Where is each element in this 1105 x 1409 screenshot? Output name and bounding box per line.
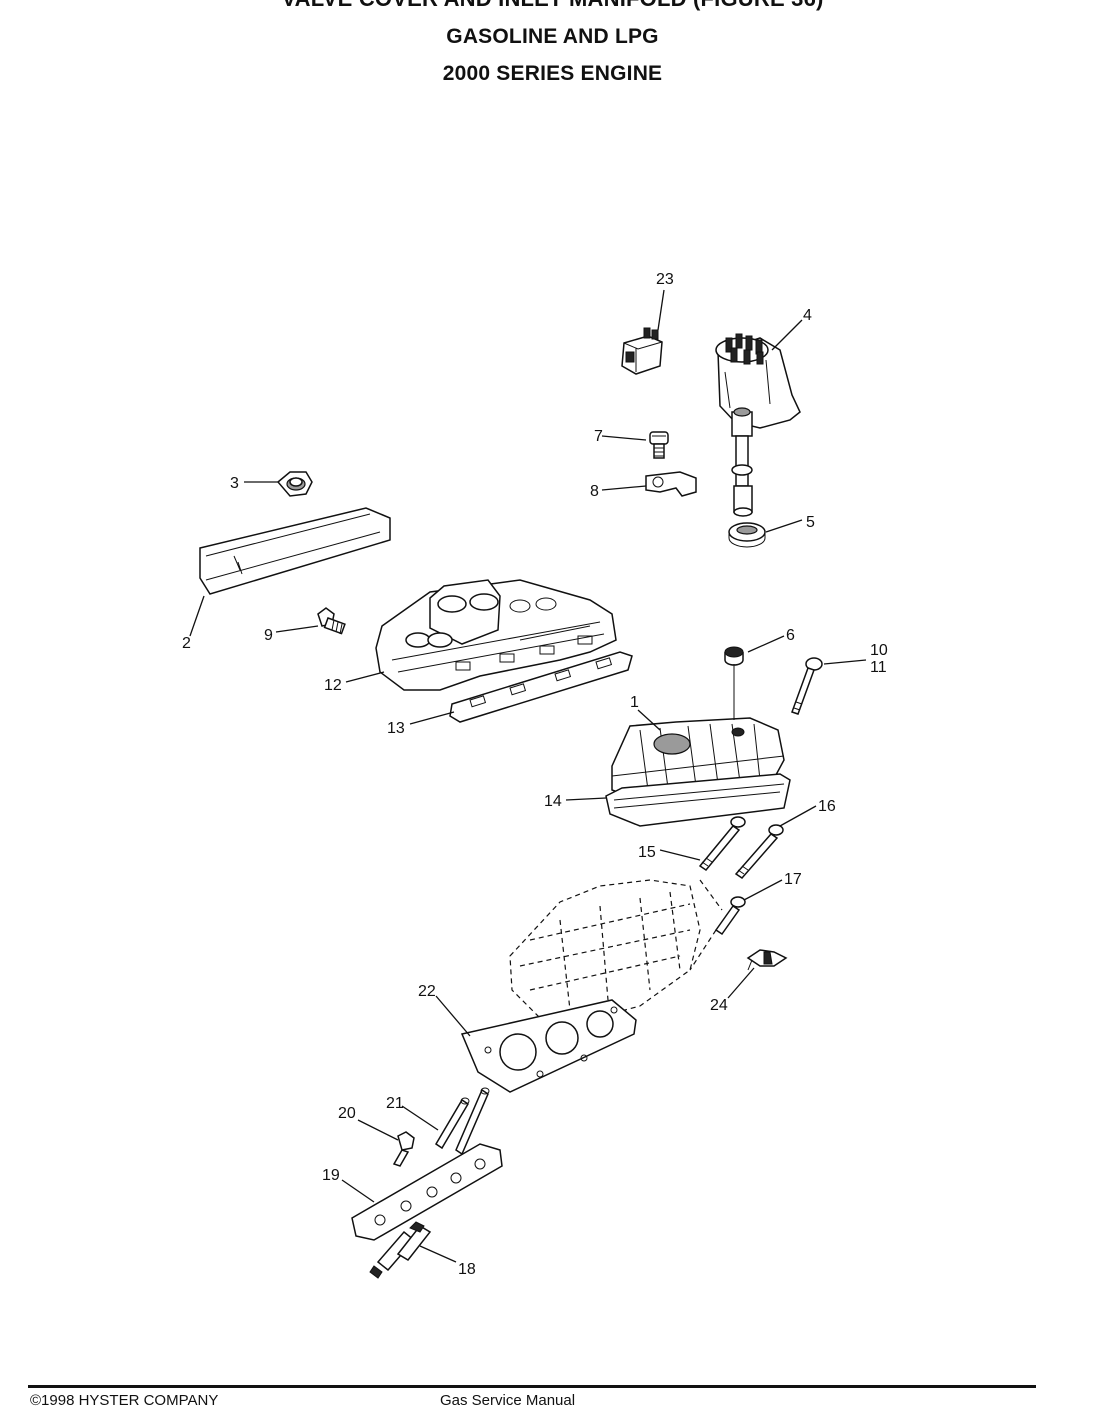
- page-subtitle-engine: 2000 SERIES ENGINE: [442, 62, 663, 85]
- page-subtitle-fuel: GASOLINE AND LPG: [446, 25, 659, 48]
- part-16-head-bolt: [734, 824, 784, 879]
- part-21-tubes: [434, 1087, 490, 1156]
- part-7-bolt: [649, 431, 669, 459]
- callout-12: 12: [324, 677, 342, 694]
- part-14-cover-gasket: [605, 773, 791, 827]
- callout-10: 10: [870, 642, 888, 659]
- exploded-parts-diagram: 23 4 7 8 3 5 2 9 6 10 11 12 13 1 14 15 1…: [182, 271, 888, 1279]
- part-13-intake-gasket: [449, 651, 633, 723]
- part-5-seal: [728, 522, 766, 548]
- callout-17: 17: [784, 871, 802, 888]
- callout-18: 18: [458, 1261, 476, 1278]
- callout-7: 7: [594, 428, 603, 445]
- cylinder-head-phantom: [509, 879, 723, 1023]
- callout-11: 11: [870, 659, 887, 676]
- part-8-clamp: [645, 471, 697, 497]
- part-24-sensor: [746, 949, 788, 971]
- part-22-head-gasket: [460, 999, 637, 1093]
- callout-6: 6: [786, 627, 795, 644]
- part-9-bolt: [317, 607, 346, 635]
- callout-8: 8: [590, 483, 599, 500]
- footer-manual-title: Gas Service Manual: [440, 1392, 576, 1409]
- part-6-grommet: [724, 646, 744, 666]
- part-10-11-bolt: [791, 657, 823, 715]
- part-3-filler-cap: [276, 471, 313, 497]
- callout-13: 13: [387, 720, 405, 737]
- leader-lines: [189, 289, 867, 1263]
- callout-14: 14: [544, 793, 562, 810]
- part-17-bolt: [714, 896, 746, 936]
- part-12-intake-manifold: [375, 579, 617, 691]
- callout-9: 9: [264, 627, 273, 644]
- callout-labels: 23 4 7 8 3 5 2 9 6 10 11 12 13 1 14 15 1…: [182, 271, 888, 1278]
- callout-3: 3: [230, 475, 239, 492]
- part-18-spark-plugs: [369, 1221, 432, 1279]
- part-19-flange: [351, 1143, 503, 1241]
- part-2-valley-cover: [199, 507, 391, 595]
- callout-21: 21: [386, 1095, 404, 1112]
- part-23-coil: [621, 327, 663, 375]
- callout-20: 20: [338, 1105, 356, 1122]
- part-20-bolt: [392, 1131, 415, 1167]
- footer-copyright: ©1998 HYSTER COMPANY: [30, 1392, 219, 1409]
- part-4-distributor: [715, 333, 801, 517]
- part-15-head-bolt: [698, 816, 746, 871]
- callout-15: 15: [638, 844, 656, 861]
- callout-24: 24: [710, 997, 728, 1014]
- callout-19: 19: [322, 1167, 340, 1184]
- page-title: VALVE COVER AND INLET MANIFOLD (FIGURE 3…: [0, 0, 1105, 12]
- footer-rule: [28, 1385, 1036, 1388]
- callout-22: 22: [418, 983, 436, 1000]
- callout-16: 16: [818, 798, 836, 815]
- callout-5: 5: [806, 514, 815, 531]
- callout-4: 4: [803, 307, 812, 324]
- callout-1: 1: [630, 694, 639, 711]
- callout-2: 2: [182, 635, 191, 652]
- callout-23: 23: [656, 271, 674, 288]
